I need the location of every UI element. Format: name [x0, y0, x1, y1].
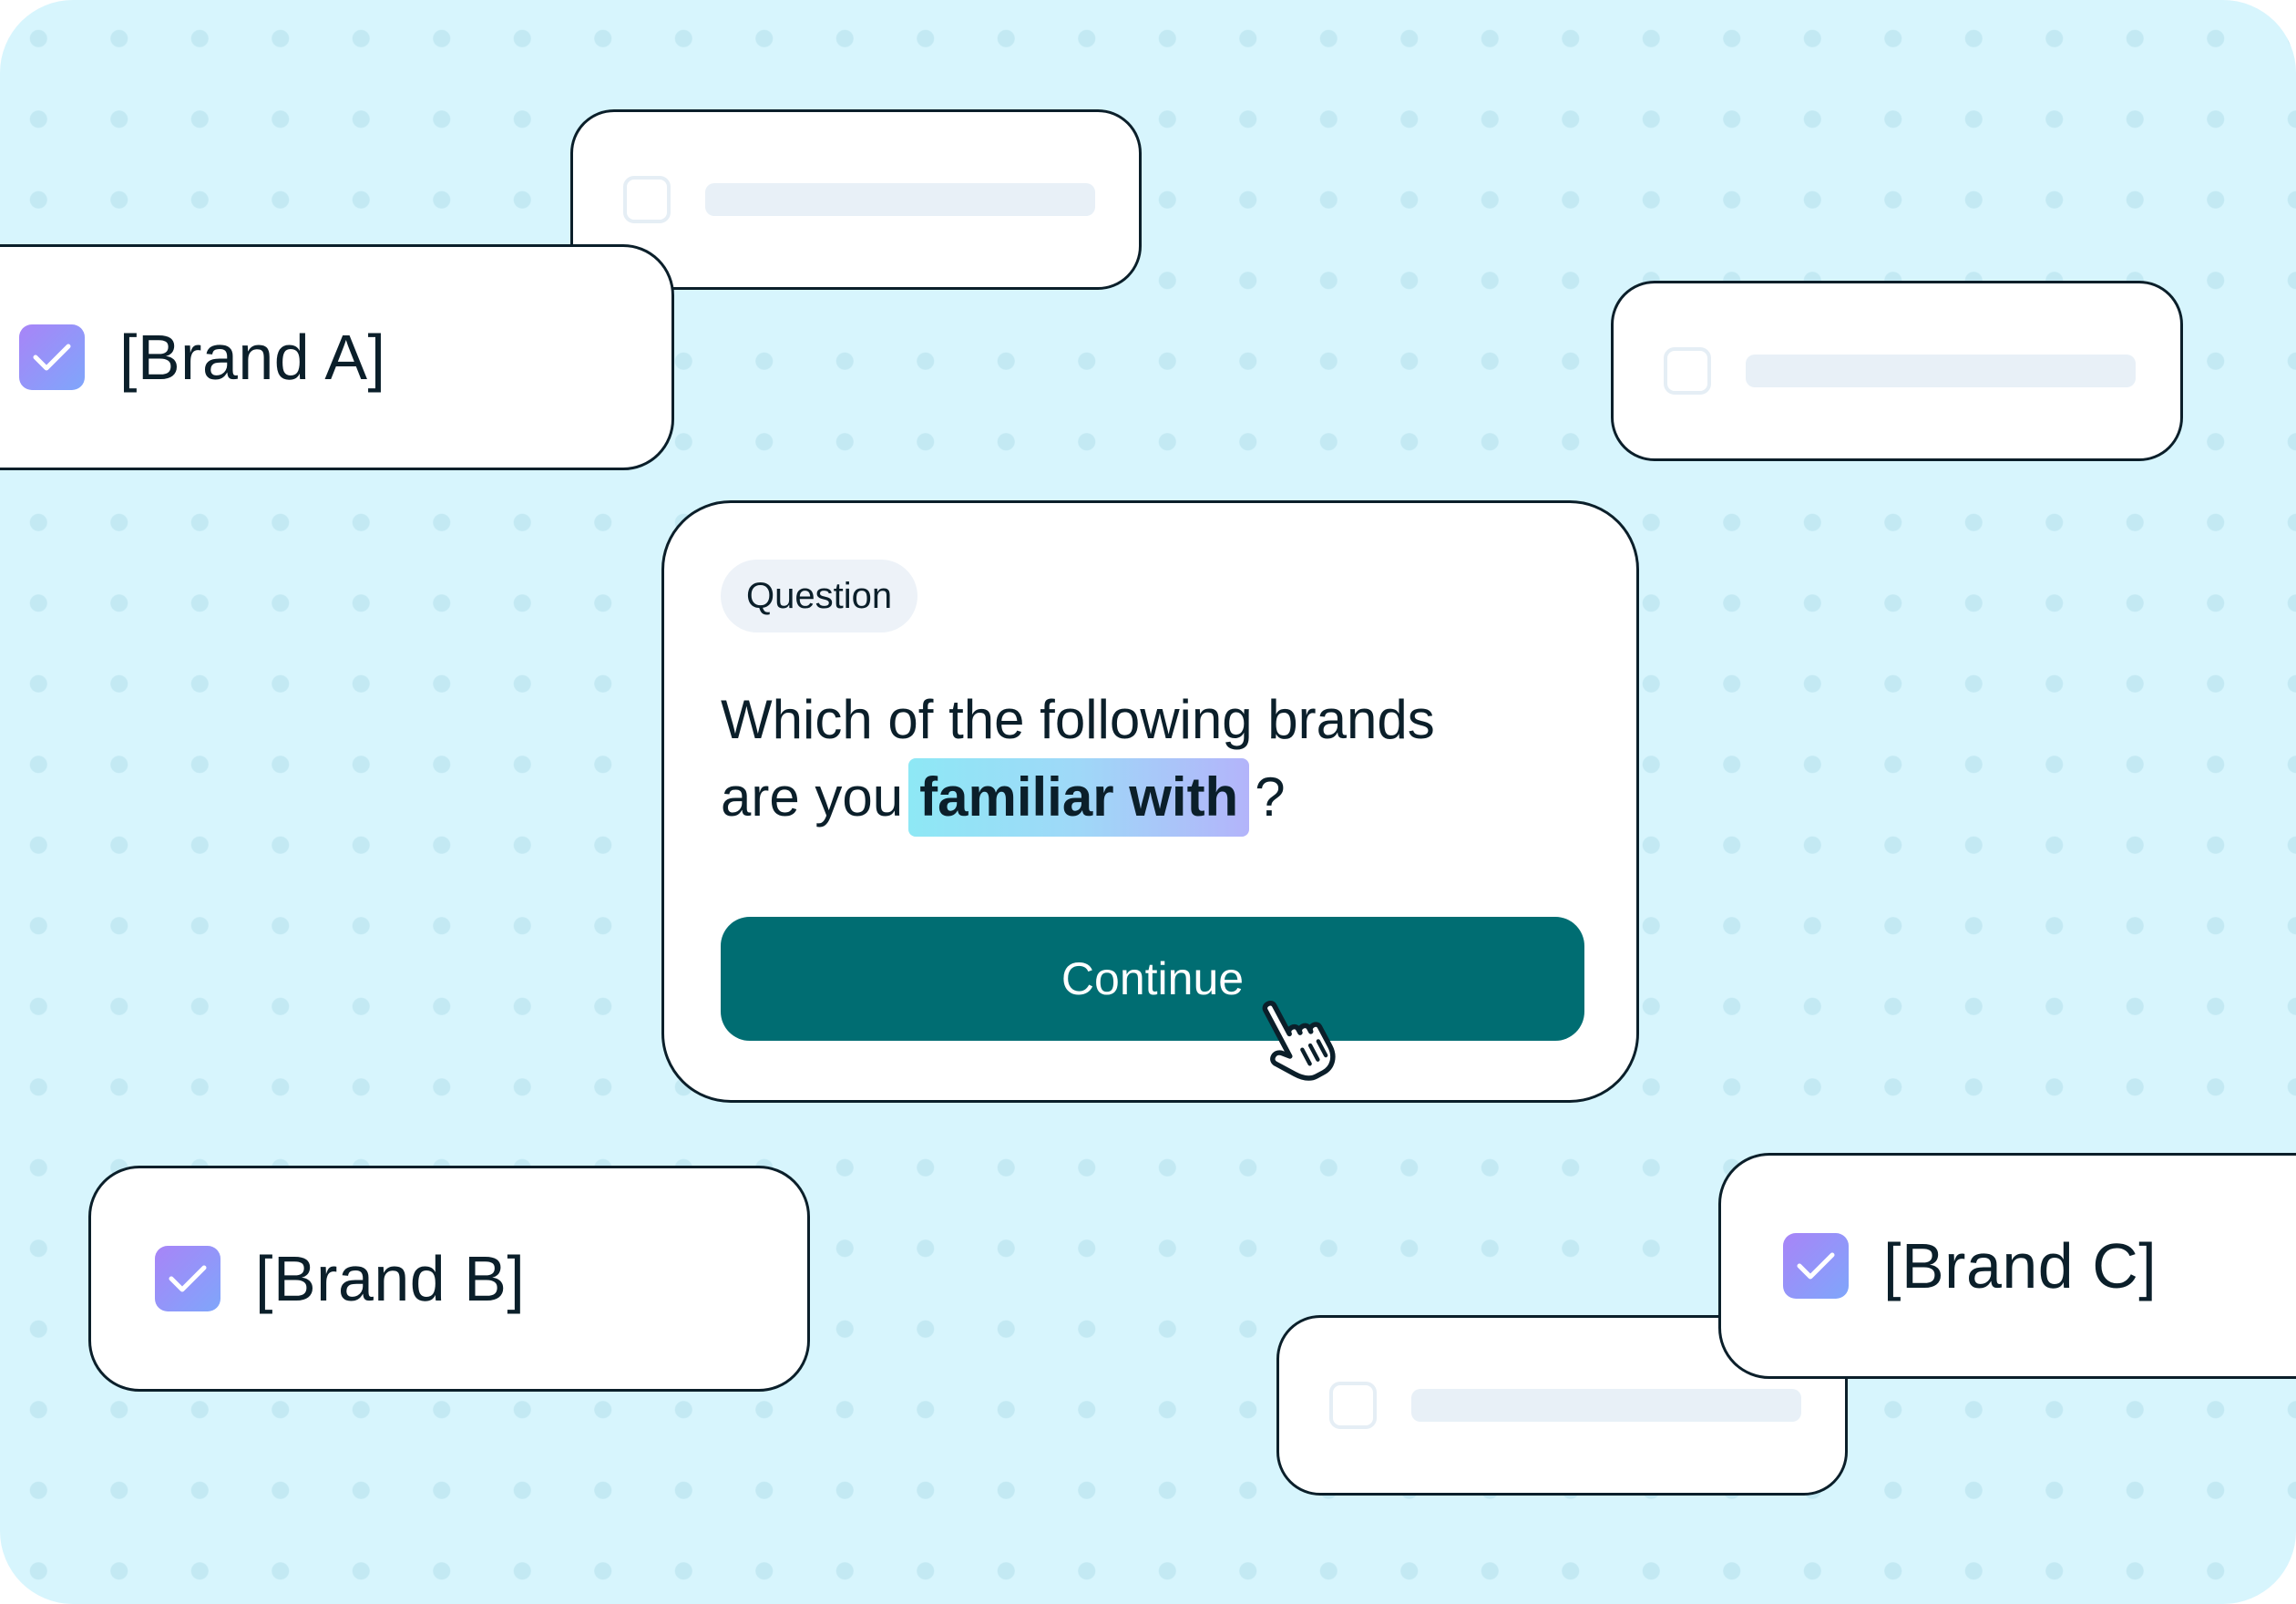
question-line-1: Which of the following brands — [721, 689, 1435, 750]
skeleton-label — [1746, 355, 2136, 387]
check-icon — [1797, 1252, 1835, 1280]
empty-checkbox[interactable] — [1664, 347, 1711, 395]
question-tag: Question — [721, 560, 918, 632]
brand-option-b[interactable]: [Brand B] — [88, 1166, 810, 1392]
check-icon — [169, 1265, 207, 1292]
brand-label: [Brand B] — [255, 1243, 526, 1314]
question-suffix: ? — [1255, 766, 1286, 828]
question-highlight: familiar with — [908, 758, 1250, 837]
empty-checkbox[interactable] — [623, 176, 671, 223]
hand-pointer-cursor-icon — [1262, 1001, 1336, 1081]
brand-option-c[interactable]: [Brand C] — [1718, 1153, 2296, 1379]
check-icon — [33, 344, 71, 371]
brand-option-a[interactable]: [Brand A] — [0, 244, 674, 470]
checkbox-checked[interactable] — [1783, 1233, 1849, 1299]
continue-button[interactable]: Continue — [721, 917, 1584, 1041]
question-prefix: are you — [721, 766, 904, 828]
checkbox-checked[interactable] — [19, 324, 85, 390]
empty-checkbox[interactable] — [1329, 1382, 1377, 1429]
placeholder-option-top — [570, 109, 1142, 290]
question-card: Question Which of the following brands a… — [661, 500, 1639, 1103]
skeleton-label — [1411, 1389, 1801, 1422]
checkbox-checked[interactable] — [155, 1246, 220, 1311]
brand-label: [Brand A] — [119, 322, 386, 393]
brand-label: [Brand C] — [1883, 1230, 2158, 1301]
placeholder-option-right — [1611, 281, 2183, 461]
skeleton-label — [705, 183, 1095, 216]
